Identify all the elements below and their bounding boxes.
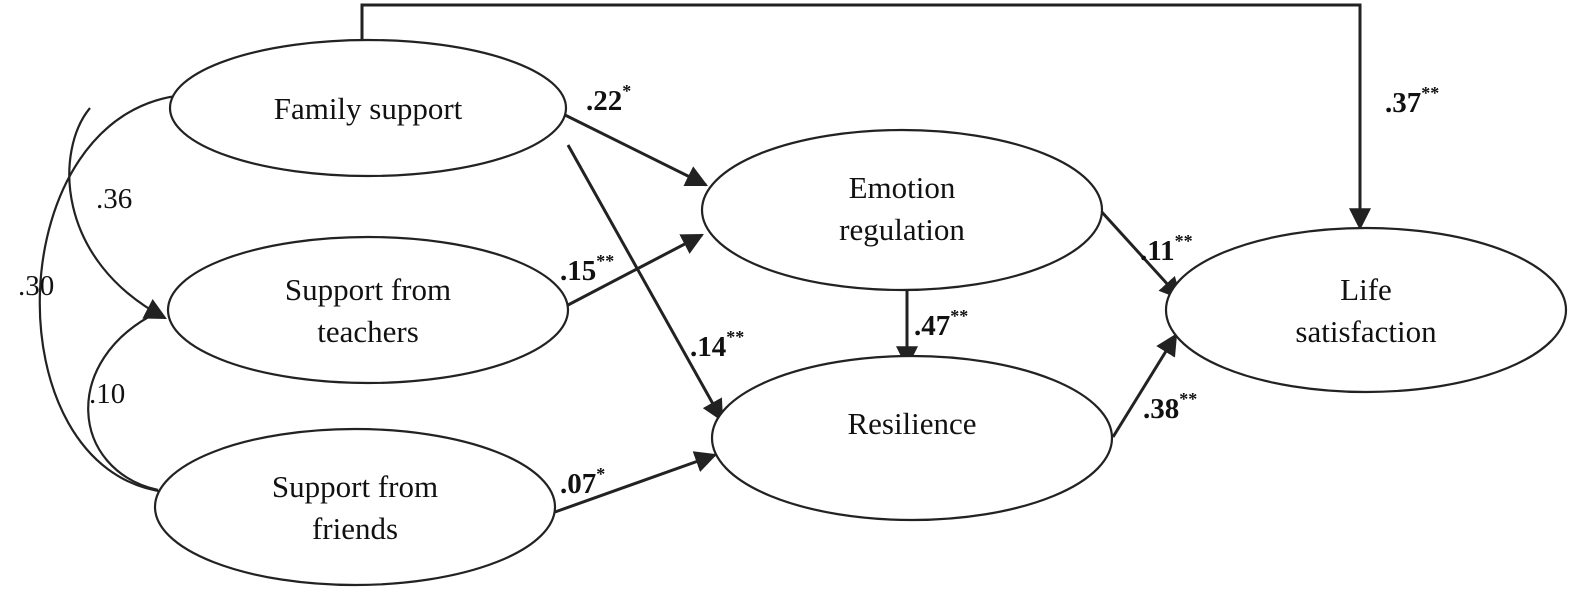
edge-family-to-resilience	[566, 144, 724, 422]
edge-family-to-emotion	[564, 113, 708, 187]
coef-emotion-to-life: .11**	[1140, 231, 1193, 267]
edge-friends-to-resilience	[554, 451, 718, 514]
edge-family-to-life	[360, 3, 1371, 231]
coef-emotion-to-resilience: .47**	[914, 306, 968, 342]
correlation-curve-teachers-friends	[87, 311, 159, 492]
node-emotion-regulation	[700, 128, 1104, 292]
correlation-curve-family-teachers	[68, 107, 167, 320]
node-label-teachers-line1: Support from	[285, 272, 451, 307]
coef-resilience-to-life: .38**	[1143, 389, 1197, 425]
coef-family-to-life: .37**	[1385, 83, 1439, 119]
node-label-life-line2: satisfaction	[1295, 314, 1437, 349]
node-support-from-teachers	[166, 235, 570, 385]
node-label-family-support: Family support	[274, 91, 463, 126]
node-life-satisfaction	[1164, 226, 1568, 394]
corr-family-friends: .30	[18, 270, 54, 302]
node-label-teachers-line2: teachers	[317, 314, 419, 349]
node-label-life-line1: Life	[1340, 272, 1392, 307]
corr-family-teachers: .36	[96, 183, 132, 215]
corr-teachers-friends: .10	[89, 378, 125, 410]
node-resilience	[710, 354, 1114, 522]
node-support-from-friends	[153, 427, 557, 587]
edge-teachers-to-emotion	[567, 233, 704, 307]
coef-teachers-to-emotion: .15**	[560, 251, 614, 287]
node-label-emotion-line2: regulation	[839, 212, 965, 247]
coef-family-to-resilience: .14**	[690, 327, 744, 363]
node-label-resilience: Resilience	[847, 406, 976, 441]
node-label-friends-line2: friends	[312, 511, 398, 546]
coef-family-to-emotion: .22*	[586, 81, 631, 117]
edge-resilience-to-life	[1111, 333, 1178, 438]
correlation-curve-family-friends	[38, 93, 186, 494]
edge-emotion-to-life	[1098, 208, 1182, 300]
node-label-friends-line1: Support from	[272, 469, 438, 504]
node-family-support	[168, 38, 568, 178]
node-label-emotion-line1: Emotion	[849, 170, 956, 205]
coef-friends-to-resilience: .07*	[560, 464, 605, 500]
